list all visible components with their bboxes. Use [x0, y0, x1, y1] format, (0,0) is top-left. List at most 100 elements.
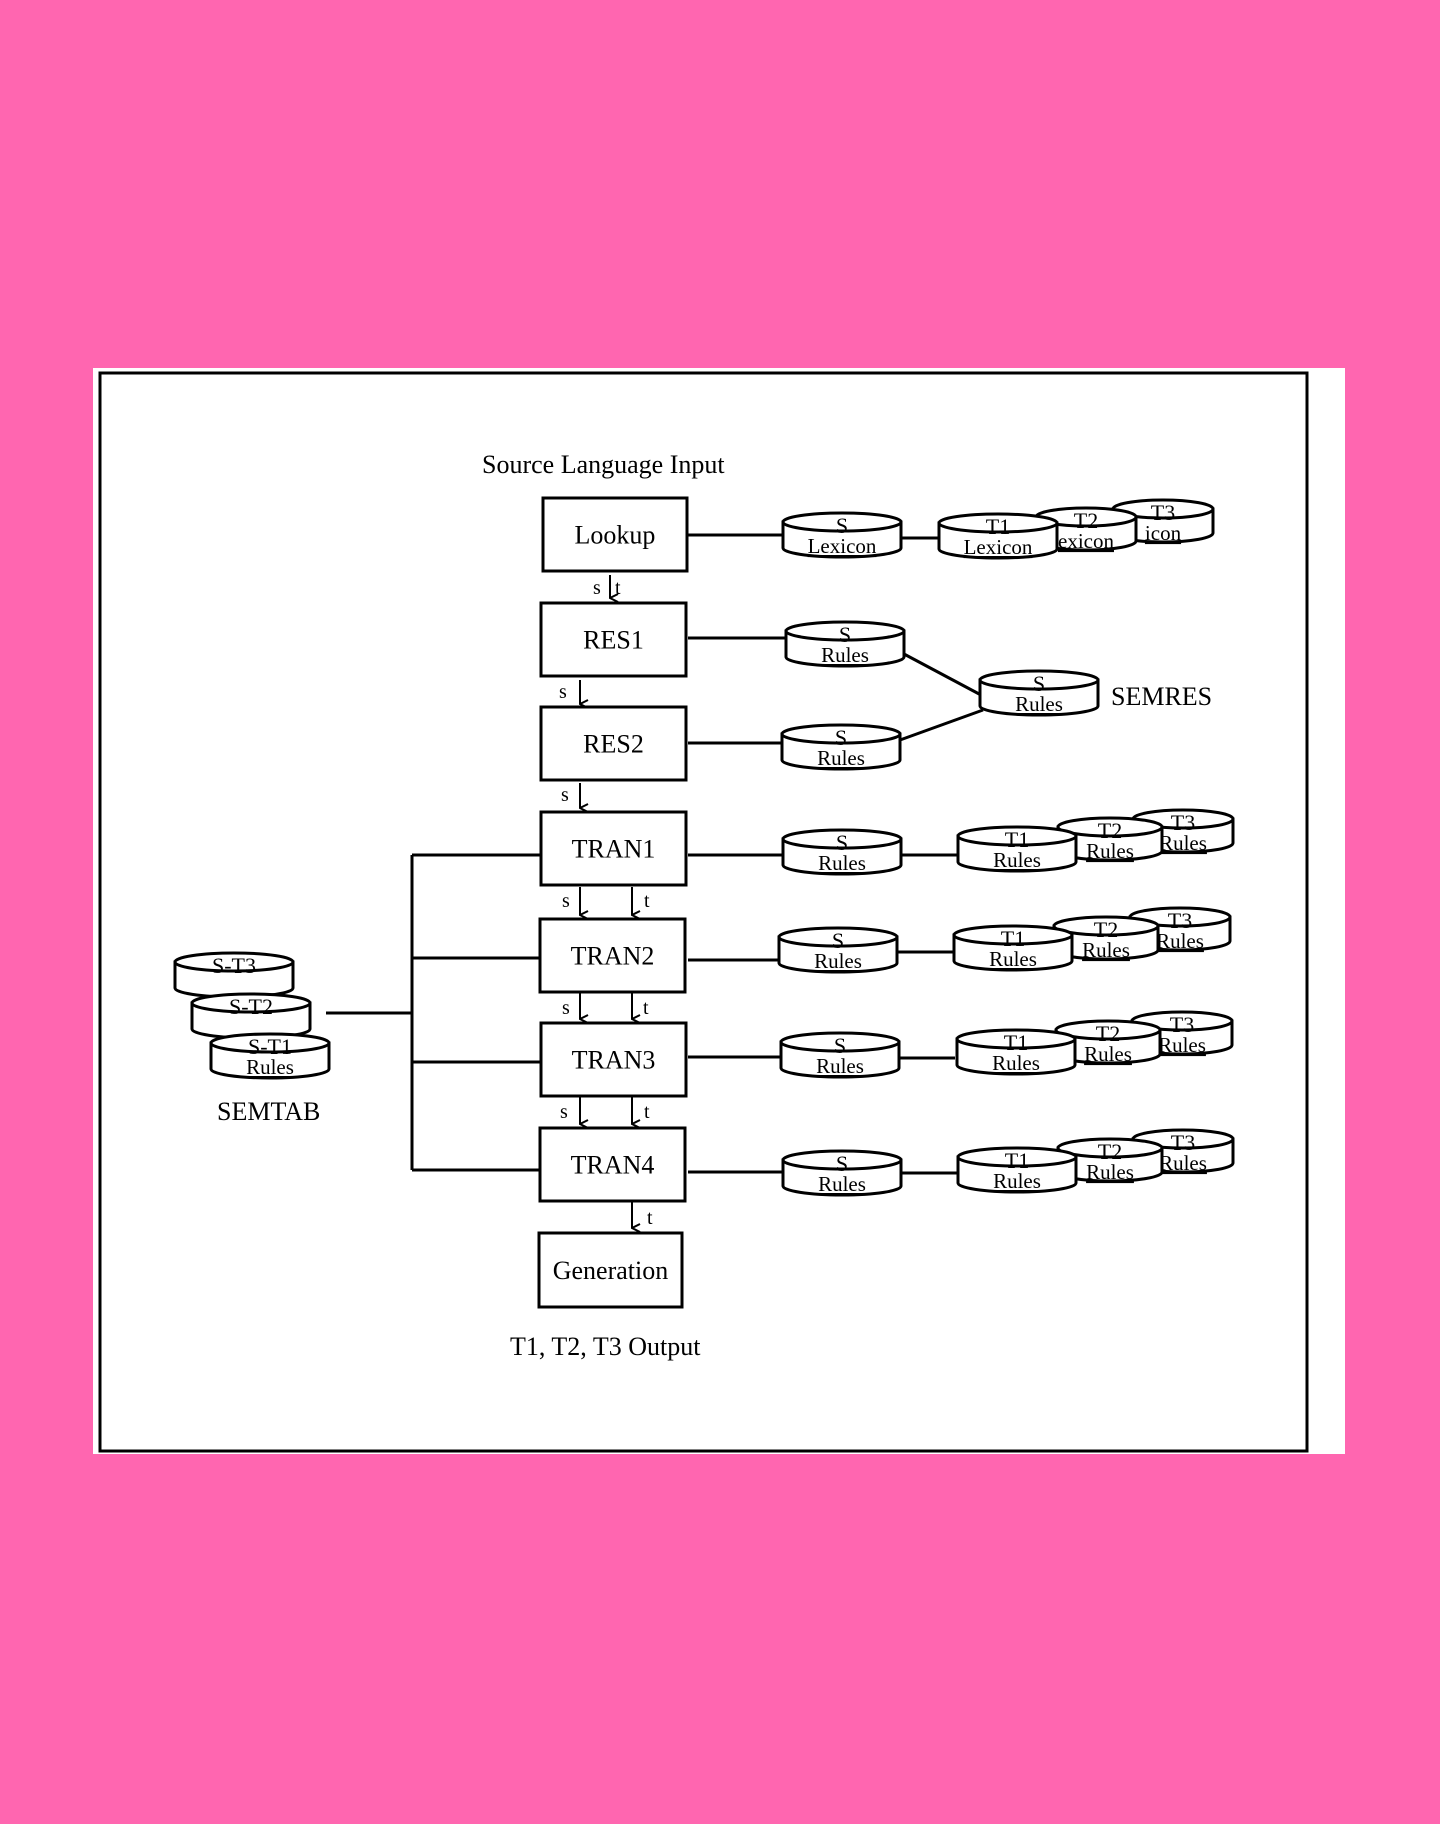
module-label: Generation [553, 1256, 669, 1285]
database-name: T2 [1094, 917, 1118, 942]
module-label: TRAN2 [571, 942, 655, 971]
database-type: Rules [816, 1054, 864, 1078]
cylinder-top [781, 1149, 903, 1171]
database-name: T2 [1074, 508, 1098, 533]
semtab-label: SEMTAB [217, 1097, 320, 1126]
database-type: Lexicon [808, 534, 877, 558]
database-type: Rules [246, 1055, 294, 1079]
database-name: S-T3 [212, 953, 256, 978]
cylinder-top [780, 723, 902, 745]
module-box [537, 1231, 684, 1309]
module-box [539, 705, 688, 782]
cylinder-top [1056, 1137, 1164, 1159]
flow-labels: s t s s s t s t s t t [559, 577, 653, 1229]
module-res2: RES2 [539, 705, 688, 782]
database-name: S [836, 513, 848, 538]
module-generation: Generation [537, 1231, 684, 1309]
cylinder-top [781, 828, 903, 850]
module-tran3: TRAN3 [539, 1021, 688, 1098]
database-type: Rules [993, 848, 1041, 872]
flow-label-s: s [559, 681, 567, 703]
flow-label-s: s [562, 890, 570, 912]
database-name: S [839, 622, 851, 647]
database-type: Rules [989, 947, 1037, 971]
cylinder-top [779, 1031, 901, 1053]
database-type: Rules [1156, 929, 1204, 953]
cylinder-top [1054, 1019, 1162, 1041]
flow-label-s: s [560, 1101, 568, 1123]
database-type: Rules [993, 1169, 1041, 1193]
database-type: Rules [814, 949, 862, 973]
cylinder-top [190, 992, 312, 1014]
cylinder-top [952, 924, 1074, 946]
flow-label-t: t [647, 1207, 653, 1229]
database-type: Rules [1158, 1033, 1206, 1057]
database-type: Rules [821, 643, 869, 667]
flow-label-t: t [644, 890, 650, 912]
database-name: T2 [1096, 1021, 1120, 1046]
cylinder-top [955, 1028, 1077, 1050]
database-semtab-t3: S-T3 [173, 951, 295, 999]
cylinder-top [173, 951, 295, 973]
module-label: TRAN1 [572, 835, 656, 864]
database-type: exicon [1058, 529, 1114, 553]
flow-label-s: s [561, 784, 569, 806]
database-name: S [835, 725, 847, 750]
cylinder-top [956, 1146, 1078, 1168]
database-semtab-t2: S-T2 [190, 992, 312, 1040]
flow-label-s: s [593, 577, 601, 599]
flow-label-t: t [643, 997, 649, 1019]
database-type: icon [1145, 521, 1182, 545]
database-type: Rules [1159, 1151, 1207, 1175]
cylinder-top [956, 825, 1078, 847]
input-label: Source Language Input [482, 450, 725, 479]
database-type: Rules [817, 746, 865, 770]
cylinder-top [978, 669, 1100, 691]
flow-label-t: t [644, 1101, 650, 1123]
flow-label-t: t [615, 577, 621, 599]
database-name: S [836, 830, 848, 855]
diagram-frame [98, 371, 1309, 1453]
database-name: S-T1 [248, 1034, 292, 1059]
cylinder-top [937, 512, 1059, 534]
database-type: Rules [818, 851, 866, 875]
flow-arrows [579, 575, 632, 1228]
cylinder-top [1052, 915, 1160, 937]
database-name: T2 [1098, 1139, 1122, 1164]
module-box [539, 1021, 688, 1098]
module-box [538, 917, 687, 994]
cylinder-top [784, 620, 906, 642]
module-label: RES2 [583, 730, 644, 759]
module-res1: RES1 [539, 601, 688, 678]
database-name: T3 [1171, 810, 1195, 835]
cylinder-top [209, 1032, 331, 1054]
connectors [326, 533, 984, 1175]
database-type: Rules [1086, 1160, 1134, 1184]
database-name: S [836, 1151, 848, 1176]
database-type: Rules [992, 1051, 1040, 1075]
cylinder-top [1056, 816, 1164, 838]
module-boxes: LookupRES1RES2TRAN1TRAN2TRAN3TRAN4Genera… [537, 496, 689, 1309]
database-name: T1 [1005, 1148, 1029, 1173]
database-name: S [832, 928, 844, 953]
database-type: Rules [1159, 831, 1207, 855]
module-label: Lookup [575, 521, 656, 550]
database-type: Rules [1084, 1042, 1132, 1066]
database-type: Lexicon [964, 535, 1033, 559]
database-type: Rules [1082, 938, 1130, 962]
